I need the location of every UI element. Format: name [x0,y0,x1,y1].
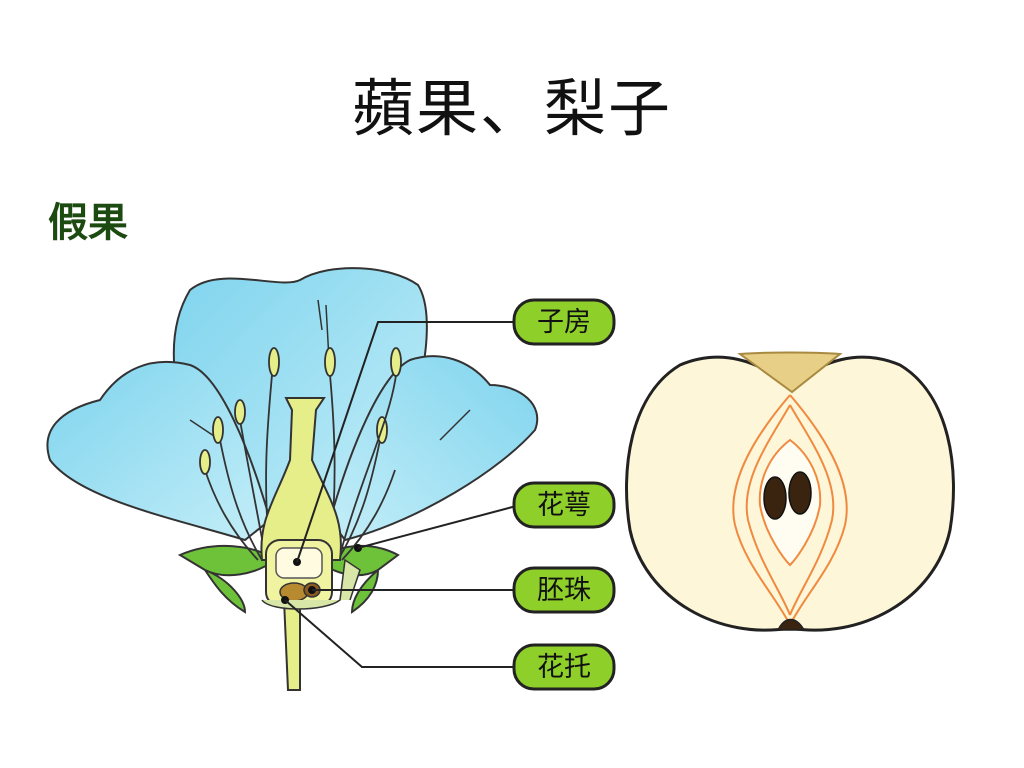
sepal-left [177,545,277,614]
section-heading: 假果 [48,200,128,246]
pistil-style [260,397,342,561]
label-ovary-text: 子房 [537,307,591,338]
leader-lines [284,321,521,668]
label-sepal-text: 花萼 [537,490,591,521]
label-ovule: 胚珠 [512,566,616,614]
label-ovule-text: 胚珠 [537,575,591,606]
flower-stem [282,599,301,691]
label-sepal: 花萼 [512,481,616,529]
petal-right [328,355,539,542]
apple-calyx [776,618,806,631]
apple-cross-section [625,351,955,632]
label-receptacle: 花托 [512,643,616,691]
page-title: 蘋果、梨子 [351,72,672,145]
receptacle [261,558,361,610]
label-receptacle-text: 花托 [537,652,591,683]
apple-seed [763,476,787,520]
apple-seed [788,471,812,515]
label-ovary: 子房 [512,298,616,346]
flower-diagram [46,267,539,691]
apple-stem-cavity [737,351,843,394]
